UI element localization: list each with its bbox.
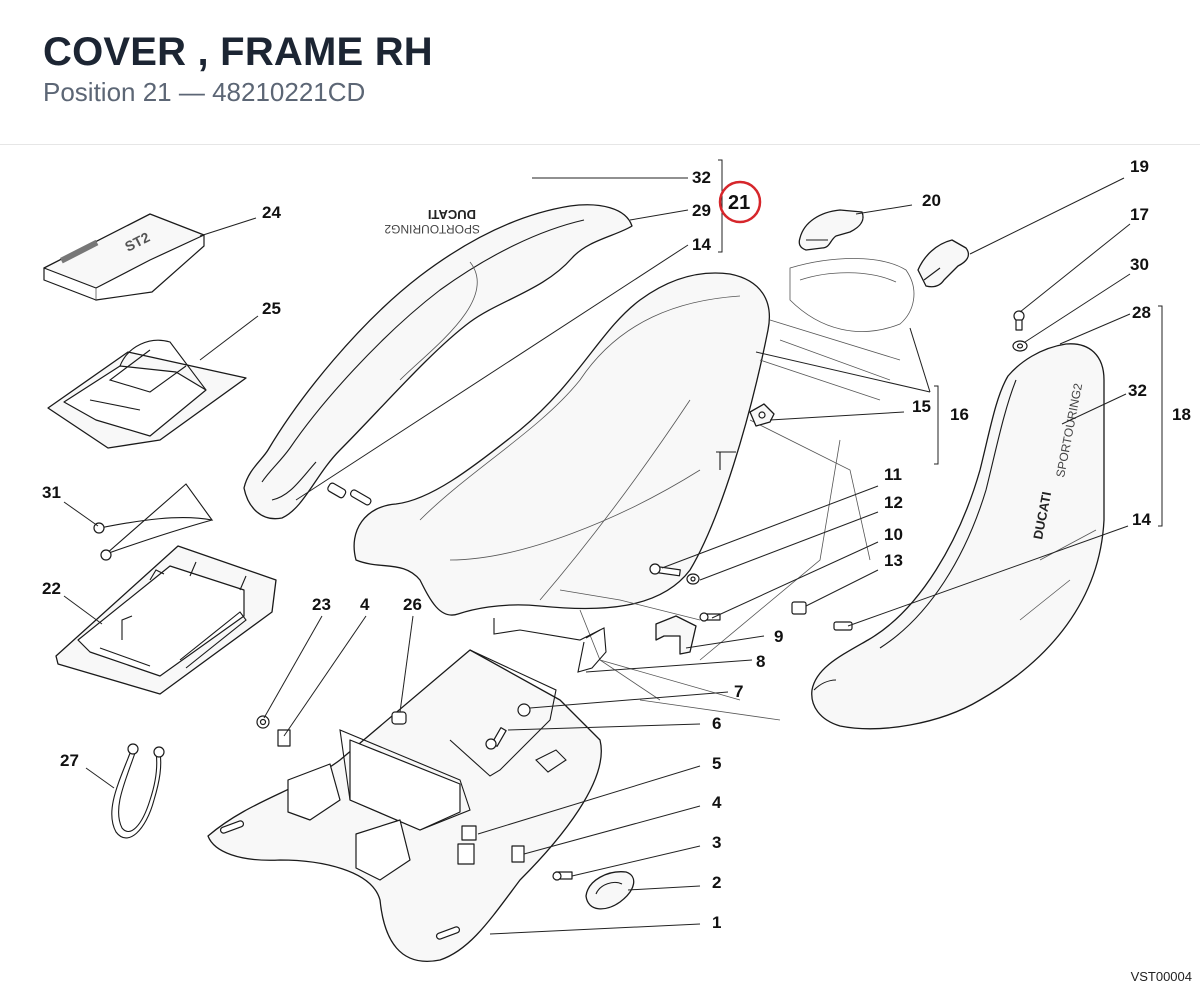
- leader-lines: [63, 177, 1131, 935]
- part-20-handle[interactable]: [798, 209, 864, 251]
- callout-3: 3: [712, 833, 721, 852]
- group-bracket-16: [934, 385, 939, 465]
- callout-28: 28: [1132, 303, 1151, 322]
- part-4-clip[interactable]: [277, 729, 525, 863]
- callout-14-left: 14: [692, 235, 711, 254]
- callout-23: 23: [312, 595, 331, 614]
- small-key[interactable]: [716, 451, 736, 470]
- position-subtitle: Position 21 — 48210221CD: [43, 77, 366, 107]
- callout-19: 19: [1130, 157, 1149, 176]
- callout-11: 11: [884, 465, 902, 484]
- part-7-nut[interactable]: [517, 703, 531, 717]
- part-15-clip-nut[interactable]: [749, 403, 775, 427]
- part-25-tool-pouch[interactable]: [47, 339, 247, 449]
- part-18-side-cover-rh[interactable]: [811, 343, 1105, 730]
- part-1-mudguard[interactable]: [207, 649, 602, 962]
- part-26-rubber-plug[interactable]: [391, 711, 407, 725]
- callout-8: 8: [756, 652, 765, 671]
- callout-9: 9: [774, 627, 783, 646]
- part-5-clip[interactable]: [457, 825, 477, 865]
- callout-24: 24: [262, 203, 281, 222]
- left-decal: DUCATI SPORTOURING2: [384, 207, 480, 236]
- part-2-grommet[interactable]: [585, 871, 635, 910]
- callout-labels: 24 25 31 22 27 23 4 26 32 29 14 21 20 19…: [42, 157, 1191, 932]
- callout-6: 6: [712, 714, 721, 733]
- callout-32-left: 32: [692, 168, 711, 187]
- part-31-elastic-cord[interactable]: [93, 483, 214, 561]
- part-29-seat-cover[interactable]: [243, 204, 633, 520]
- callout-1: 1: [712, 913, 721, 932]
- callout-32-right: 32: [1128, 381, 1147, 400]
- part-23-nut[interactable]: [256, 715, 270, 729]
- callout-17: 17: [1130, 205, 1149, 224]
- group-bracket-18: [1158, 305, 1163, 527]
- part-11-bolt[interactable]: [649, 563, 681, 577]
- callout-26: 26: [403, 595, 422, 614]
- callout-20: 20: [922, 191, 941, 210]
- callout-13: 13: [884, 551, 903, 570]
- callout-14-right: 14: [1132, 510, 1151, 529]
- part-30-washer[interactable]: [1012, 340, 1028, 352]
- callout-29: 29: [692, 201, 711, 220]
- part-6-screw[interactable]: [485, 727, 507, 750]
- part-9-bracket[interactable]: [655, 615, 697, 655]
- part-16-seat[interactable]: [353, 272, 770, 616]
- part-22-tray[interactable]: [55, 545, 277, 695]
- callout-7: 7: [734, 682, 743, 701]
- callout-4-left: 4: [360, 595, 370, 614]
- callout-10: 10: [884, 525, 903, 544]
- callout-30: 30: [1130, 255, 1149, 274]
- callout-31: 31: [42, 483, 61, 502]
- callout-5: 5: [712, 754, 721, 773]
- diagram-reference-code: VST00004: [1130, 969, 1192, 984]
- part-27-strap[interactable]: [111, 743, 165, 839]
- callout-4-right: 4: [712, 793, 722, 812]
- svg-text:DUCATI: DUCATI: [428, 207, 476, 222]
- highlight-ring: [718, 180, 762, 224]
- part-17-screw[interactable]: [1013, 310, 1025, 331]
- svg-text:SPORTOURING2: SPORTOURING2: [384, 222, 480, 236]
- header: COVER , FRAME RH Position 21 — 48210221C…: [0, 0, 1200, 145]
- callout-22: 22: [42, 579, 61, 598]
- part-10-screw[interactable]: [699, 612, 721, 622]
- callout-27: 27: [60, 751, 79, 770]
- callout-16: 16: [950, 405, 969, 424]
- callout-2: 2: [712, 873, 721, 892]
- part-8-bracket-rod[interactable]: [493, 618, 607, 673]
- callout-21: 21: [728, 192, 750, 214]
- part-3-screw[interactable]: [552, 871, 573, 881]
- group-bracket-21: [718, 159, 723, 253]
- callout-12: 12: [884, 493, 903, 512]
- page-title: COVER , FRAME RH: [43, 30, 433, 74]
- callout-18: 18: [1172, 405, 1191, 424]
- part-19-handle[interactable]: [917, 239, 970, 288]
- part-24-manual[interactable]: ST2: [43, 213, 205, 301]
- callout-15: 15: [912, 397, 931, 416]
- part-12-washer[interactable]: [686, 573, 700, 585]
- part-13-spacer[interactable]: [791, 601, 853, 631]
- callout-25: 25: [262, 299, 281, 318]
